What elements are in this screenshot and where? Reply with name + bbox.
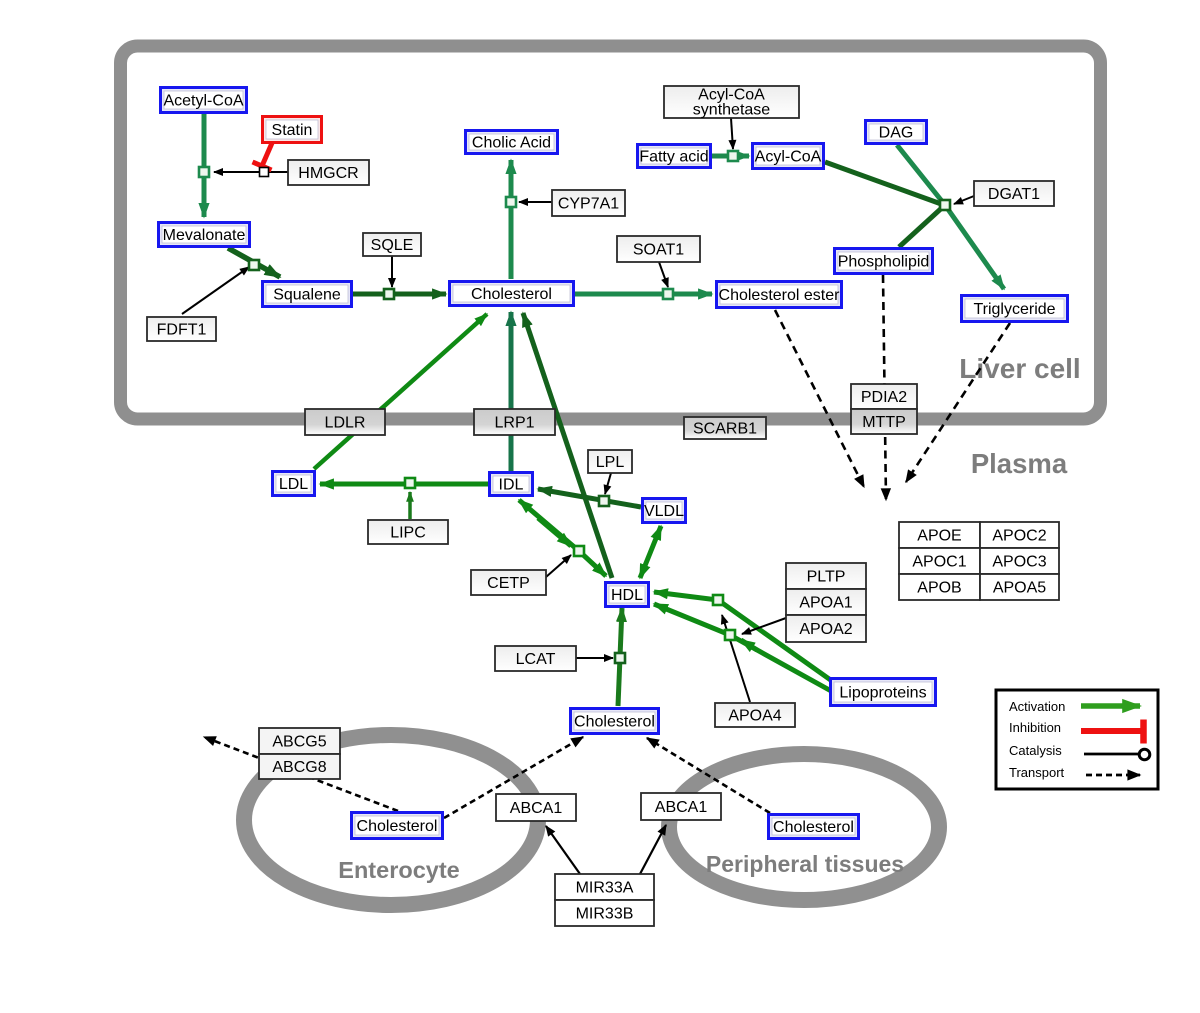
svg-text:Cholesterol ester: Cholesterol ester xyxy=(719,287,841,304)
svg-text:Mevalonate: Mevalonate xyxy=(163,227,246,244)
svg-text:Statin: Statin xyxy=(272,122,313,139)
svg-text:LPL: LPL xyxy=(596,454,625,471)
svg-text:VLDL: VLDL xyxy=(644,503,684,520)
svg-text:Acyl-CoA: Acyl-CoA xyxy=(698,87,765,104)
svg-text:Cholesterol: Cholesterol xyxy=(471,286,552,303)
svg-text:FDFT1: FDFT1 xyxy=(157,322,207,339)
svg-text:Catalysis: Catalysis xyxy=(1009,743,1062,758)
svg-text:Transport: Transport xyxy=(1009,765,1065,780)
svg-text:Phospholipid: Phospholipid xyxy=(838,254,930,271)
svg-text:DAG: DAG xyxy=(879,125,914,142)
svg-text:APOA1: APOA1 xyxy=(799,595,852,612)
svg-text:Triglyceride: Triglyceride xyxy=(973,301,1055,318)
svg-text:ABCA1: ABCA1 xyxy=(655,799,708,816)
svg-text:PLTP: PLTP xyxy=(807,569,846,586)
svg-text:APOA5: APOA5 xyxy=(993,580,1046,597)
svg-text:MIR33A: MIR33A xyxy=(576,880,634,897)
svg-text:Peripheral tissues: Peripheral tissues xyxy=(706,851,904,877)
svg-text:Lipoproteins: Lipoproteins xyxy=(839,685,926,702)
svg-text:APOA4: APOA4 xyxy=(728,708,781,725)
svg-text:Plasma: Plasma xyxy=(971,448,1068,479)
svg-text:Acetyl-CoA: Acetyl-CoA xyxy=(163,93,243,110)
svg-text:LCAT: LCAT xyxy=(516,651,556,668)
svg-text:APOA2: APOA2 xyxy=(799,621,852,638)
svg-text:ABCA1: ABCA1 xyxy=(510,800,563,817)
svg-text:Inhibition: Inhibition xyxy=(1009,720,1061,735)
svg-text:APOC2: APOC2 xyxy=(992,528,1046,545)
svg-text:ABCG5: ABCG5 xyxy=(272,734,326,751)
svg-text:LDL: LDL xyxy=(279,476,308,493)
svg-text:MIR33B: MIR33B xyxy=(576,906,634,923)
svg-text:SOAT1: SOAT1 xyxy=(633,242,684,259)
svg-text:Cholesterol: Cholesterol xyxy=(773,819,854,836)
svg-text:MTTP: MTTP xyxy=(862,414,906,431)
svg-text:Cholesterol: Cholesterol xyxy=(357,818,438,835)
svg-text:Acyl-CoA: Acyl-CoA xyxy=(755,149,822,166)
svg-text:CYP7A1: CYP7A1 xyxy=(558,196,619,213)
svg-text:Cholesterol: Cholesterol xyxy=(574,714,655,731)
svg-text:Activation: Activation xyxy=(1009,699,1065,714)
svg-text:LRP1: LRP1 xyxy=(494,415,534,432)
svg-text:Fatty acid: Fatty acid xyxy=(639,149,708,166)
svg-text:synthetase: synthetase xyxy=(693,102,770,119)
svg-text:LDLR: LDLR xyxy=(325,415,366,432)
svg-text:HDL: HDL xyxy=(611,587,643,604)
svg-text:PDIA2: PDIA2 xyxy=(861,389,907,406)
svg-text:DGAT1: DGAT1 xyxy=(988,186,1040,203)
svg-text:ABCG8: ABCG8 xyxy=(272,759,326,776)
svg-text:HMGCR: HMGCR xyxy=(298,165,358,182)
svg-text:APOE: APOE xyxy=(917,528,961,545)
svg-text:Cholic Acid: Cholic Acid xyxy=(472,135,551,152)
svg-text:IDL: IDL xyxy=(499,477,524,494)
svg-text:APOC1: APOC1 xyxy=(912,554,966,571)
svg-text:Squalene: Squalene xyxy=(273,287,341,304)
svg-text:Liver cell: Liver cell xyxy=(959,353,1080,384)
svg-text:LIPC: LIPC xyxy=(390,525,426,542)
svg-text:APOC3: APOC3 xyxy=(992,554,1046,571)
svg-text:SCARB1: SCARB1 xyxy=(693,421,757,438)
svg-text:APOB: APOB xyxy=(917,580,961,597)
svg-text:SQLE: SQLE xyxy=(371,237,414,254)
svg-text:Enterocyte: Enterocyte xyxy=(338,857,459,883)
svg-text:CETP: CETP xyxy=(487,575,530,592)
